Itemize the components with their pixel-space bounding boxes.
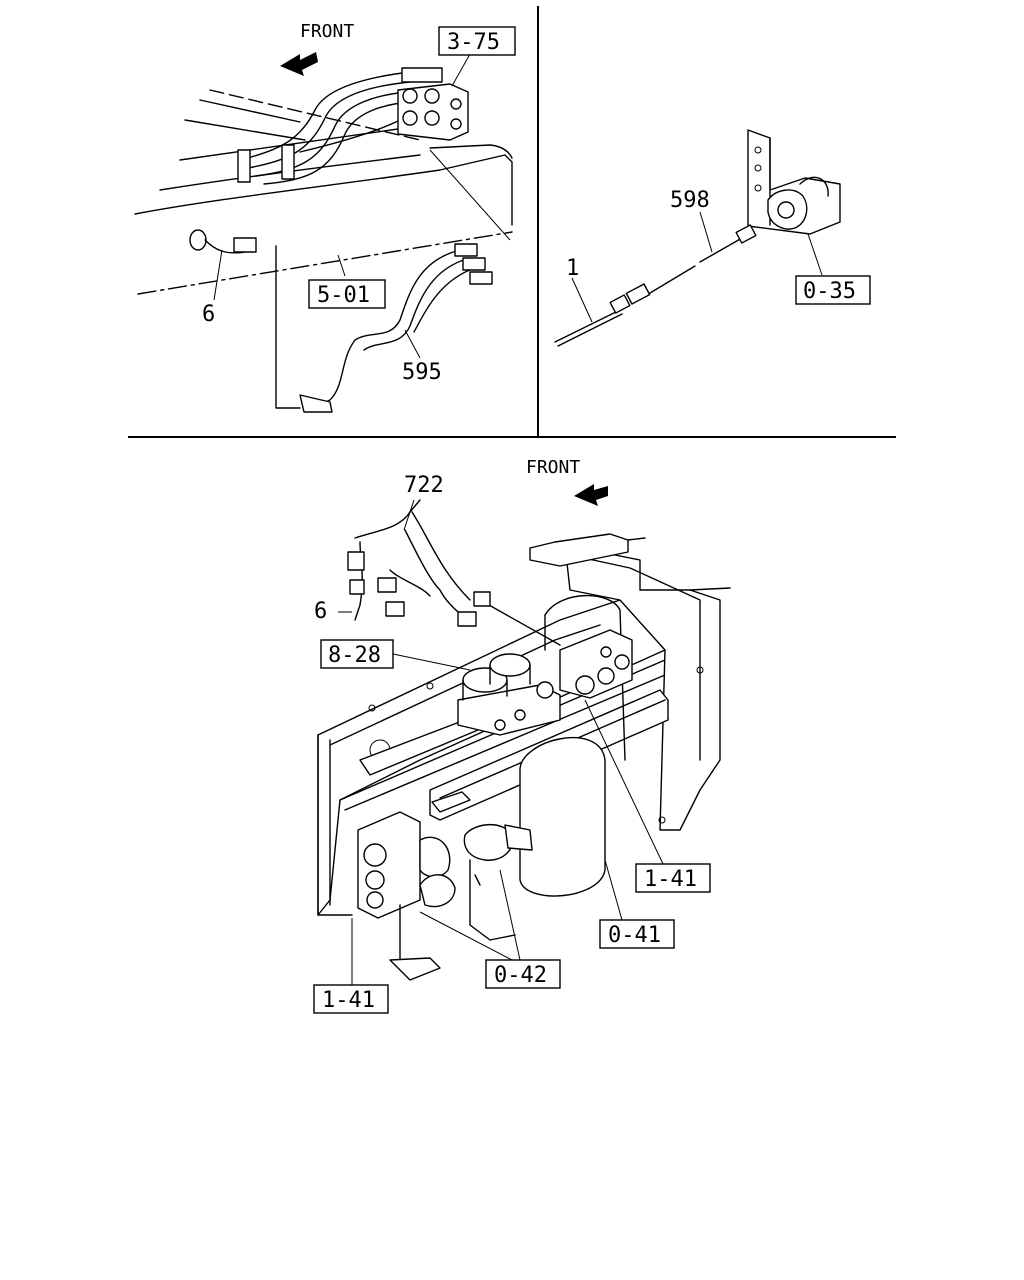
- ref-1-41: 1-41: [644, 867, 697, 892]
- ref-5-01: 5-01: [317, 283, 370, 308]
- valve-assembly: [357, 811, 456, 981]
- front-label: FRONT: [300, 21, 354, 42]
- front-arrow-icon: [280, 52, 318, 76]
- manifold-icon: [559, 629, 633, 699]
- valve-block: [397, 67, 469, 141]
- top-left-panel: FRONT: [134, 21, 516, 413]
- ref-0-35: 0-35: [803, 279, 856, 304]
- ref-3-75: 3-75: [447, 30, 500, 55]
- valve-block: [457, 653, 561, 736]
- ref-box: [308, 279, 386, 309]
- front-arrow-icon: [574, 484, 608, 506]
- ref-box: [599, 919, 675, 949]
- ref-box: [313, 984, 389, 1014]
- clamp-icon: [299, 394, 333, 413]
- connector-icon: [347, 551, 491, 627]
- bottom-panel: FRONT: [313, 457, 731, 1014]
- ref-0-41: 0-41: [608, 923, 661, 948]
- ref-8-28: 8-28: [328, 643, 381, 668]
- ref-box: [635, 863, 711, 893]
- solenoid-icon: [431, 791, 533, 941]
- top-right-panel: 0-35 598 1: [554, 129, 871, 347]
- ref-box: [485, 959, 561, 989]
- part-number-6: 6: [202, 302, 215, 327]
- part-number-722: 722: [404, 473, 444, 498]
- connector-icon: [454, 243, 493, 285]
- tank-icon: [519, 594, 626, 897]
- bracket-icon: [747, 129, 841, 235]
- ref-1-41-lower: 1-41: [322, 988, 375, 1013]
- part-number-1: 1: [566, 256, 579, 281]
- ref-box: [795, 275, 871, 305]
- part-number-595: 595: [402, 360, 442, 385]
- part-number-6: 6: [314, 599, 327, 624]
- grommet-icon: [189, 229, 257, 254]
- connector-icon: [609, 224, 757, 314]
- part-number-598: 598: [670, 188, 710, 213]
- ref-box: [320, 639, 394, 669]
- ref-box: [438, 26, 516, 56]
- ref-0-42: 0-42: [494, 963, 547, 988]
- panel-dividers: [128, 6, 896, 438]
- front-label: FRONT: [526, 457, 580, 478]
